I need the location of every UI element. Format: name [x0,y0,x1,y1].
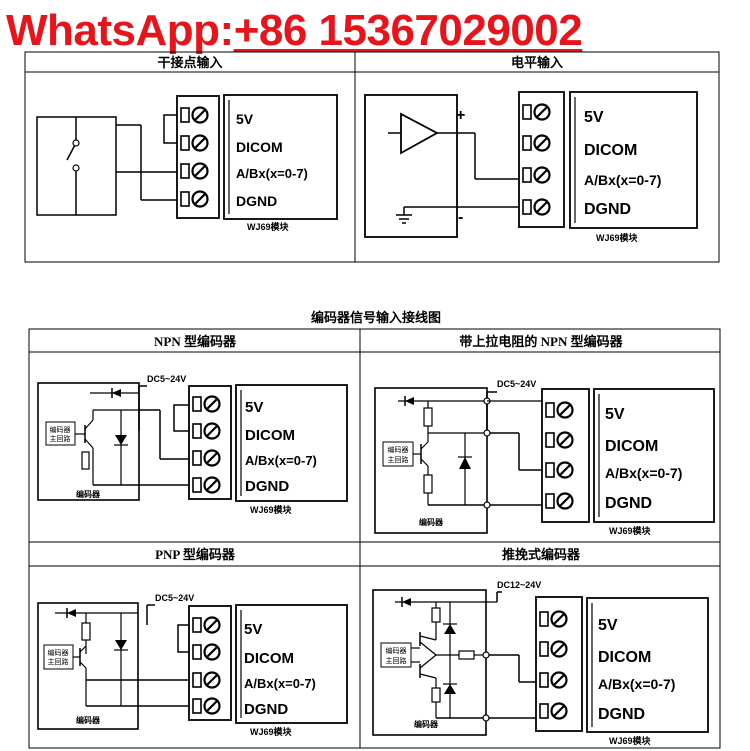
pushpull-voltage: DC12~24V [497,580,541,590]
npn-title: NPN 型编码器 [154,334,237,349]
module-label: WJ69模块 [609,525,652,536]
encoder-circuit-label: 编码器 [386,646,407,655]
pin-label-dicom: DICOM [236,139,283,155]
npn-encoder-panel: DC5~24V 编码器 主回路 编码器 5V DICOM [37,374,348,515]
module-label: WJ69模块 [247,221,290,232]
pin-label-abx: A/Bx(x=0-7) [598,676,675,692]
encoder-grid: NPN 型编码器 带上拉电阻的 NPN 型编码器 PNP 型编码器 推挽式编码器 [28,328,721,749]
dry-contact-panel: 5V DICOM A/Bx(x=0-7) DGND WJ69模块 [36,94,338,232]
minus-label: - [458,209,463,226]
plus-label: + [456,107,465,124]
pin-label-5v: 5V [245,399,263,416]
dry-contact-title: 干接点输入 [157,55,222,70]
pnp-title: PNP 型编码器 [155,547,236,562]
resistor-icon [423,407,433,427]
diode-icon [405,397,414,405]
npn-pullup-title: 带上拉电阻的 NPN 型编码器 [459,334,623,349]
whatsapp-watermark: WhatsApp:+86 15367029002 [6,6,583,56]
pin-label-dicom: DICOM [244,650,294,667]
pin-label-dicom: DICOM [245,427,295,444]
pin-label-abx: A/Bx(x=0-7) [245,453,317,468]
encoder-circuit-label: 编码器 [50,425,71,434]
pin-label-5v: 5V [584,109,604,126]
diode-icon [402,598,411,606]
pin-label-dgnd: DGND [236,193,277,209]
pin-label-abx: A/Bx(x=0-7) [584,172,661,188]
pin-label-abx: A/Bx(x=0-7) [605,465,682,481]
pin-label-dgnd: DGND [598,706,645,723]
npn-pullup-voltage: DC5~24V [497,379,536,389]
encoder-circuit-label: 主回路 [50,434,71,443]
pin-label-5v: 5V [236,111,254,127]
module-label: WJ69模块 [250,726,293,737]
pushpull-title: 推挽式编码器 [502,547,581,562]
pin-label-5v: 5V [244,621,262,638]
resistor-icon [431,607,441,623]
pin-label-abx: A/Bx(x=0-7) [244,676,316,691]
encoder-section-title: 编码器信号输入接线图 [311,310,441,325]
encoder-circuit-label: 主回路 [388,455,409,464]
encoder-label: 编码器 [414,719,439,729]
encoder-label: 编码器 [76,489,101,499]
watermark-number: +86 15367029002 [233,6,583,55]
pin-label-dicom: DICOM [584,142,637,159]
pin-label-abx: A/Bx(x=0-7) [236,166,308,181]
resistor-icon [81,622,91,641]
module-label: WJ69模块 [596,232,639,243]
pin-label-dgnd: DGND [245,478,289,495]
resistor-icon [81,451,90,470]
module-label: WJ69模块 [609,735,652,746]
pin-label-dicom: DICOM [598,649,651,666]
resistor-icon [458,650,475,660]
top-panels: 干接点输入 电平输入 [24,51,720,263]
encoder-circuit-label: 主回路 [386,656,407,665]
encoder-label: 编码器 [76,715,101,725]
resistor-icon [431,687,441,703]
watermark-label: WhatsApp: [6,6,234,55]
diode-icon [444,684,456,694]
diode-icon [67,609,76,617]
npn-pullup-panel: DC5~24V 编码器 主回路 编码器 [374,379,715,536]
pin-label-dgnd: DGND [605,495,652,512]
encoder-label: 编码器 [419,517,444,527]
encoder-circuit-label: 主回路 [48,657,69,666]
pin-label-5v: 5V [598,617,618,634]
encoder-circuit-label: 编码器 [48,648,69,657]
level-input-panel: + - 5V DICOM A/Bx(x=0-7) DGND WJ69模块 [364,91,698,243]
pnp-voltage: DC5~24V [155,593,194,603]
module-label: WJ69模块 [250,504,293,515]
pin-label-dgnd: DGND [584,201,631,218]
pin-label-dicom: DICOM [605,438,658,455]
level-input-title: 电平输入 [511,55,563,70]
pnp-encoder-panel: DC5~24V 编码器 主回路 编码器 5V DICOM A/Bx(x=0-7) [37,593,348,737]
npn-voltage: DC5~24V [147,374,186,384]
amplifier-icon [400,112,439,155]
encoder-circuit-label: 编码器 [388,445,409,454]
pushpull-encoder-panel: DC12~24V 编码器 主回路 编 [372,580,709,746]
resistor-icon [423,474,433,494]
pin-label-dgnd: DGND [244,701,288,718]
pin-label-5v: 5V [605,406,625,423]
